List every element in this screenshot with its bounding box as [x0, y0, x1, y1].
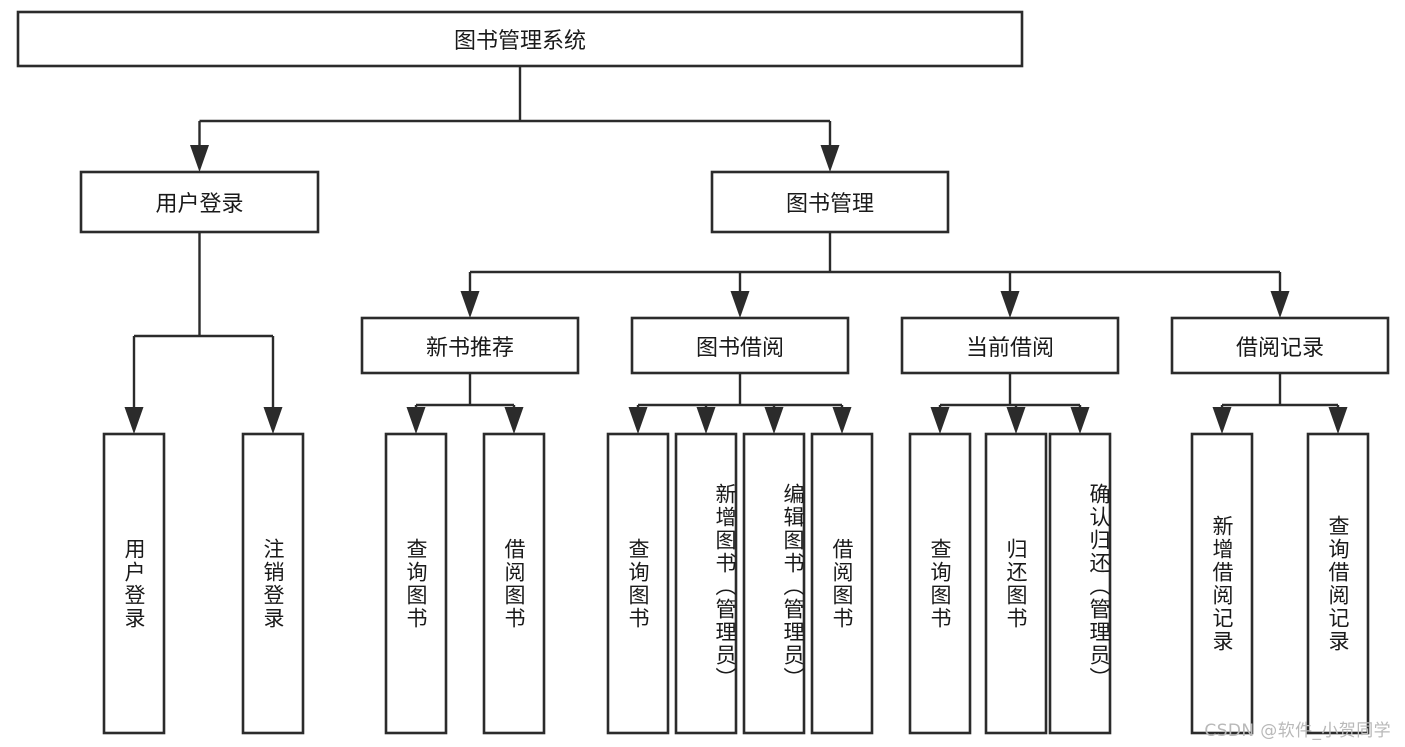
node-box-leaf-add-record[interactable] [1190, 432, 1254, 735]
node-box-leaf-borrow-book-2[interactable] [810, 432, 874, 735]
node-box-borrow-record[interactable] [1170, 316, 1390, 375]
arrow-head-book-management [820, 145, 840, 172]
node-box-leaf-logout[interactable] [241, 432, 305, 735]
arrow-head-leaf-borrow-book-2 [832, 407, 852, 434]
arrow-head-leaf-add-record [1212, 407, 1232, 434]
arrow-head-book-borrow [730, 291, 750, 318]
connector-layer [124, 66, 1348, 434]
node-box-leaf-query-record[interactable] [1306, 432, 1370, 735]
node-box-leaf-add-book[interactable] [674, 432, 738, 735]
arrow-head-leaf-user-login [124, 407, 144, 434]
arrow-head-leaf-logout [263, 407, 283, 434]
arrow-head-leaf-query-book-1 [406, 407, 426, 434]
node-box-leaf-edit-book[interactable] [742, 432, 806, 735]
node-box-leaf-return-book[interactable] [984, 432, 1048, 735]
arrow-head-borrow-record [1270, 291, 1290, 318]
node-box-leaf-query-book-3[interactable] [908, 432, 972, 735]
arrow-head-user-login [190, 145, 209, 172]
arrow-head-new-book-recommend [460, 291, 480, 318]
arrow-head-current-borrow [1000, 291, 1020, 318]
node-box-current-borrow[interactable] [900, 316, 1120, 375]
arrow-head-leaf-return-book [1006, 407, 1026, 434]
arrow-head-leaf-borrow-book-1 [504, 407, 524, 434]
node-box-leaf-confirm-return[interactable] [1048, 432, 1112, 735]
node-box-user-login[interactable] [79, 170, 320, 234]
arrow-head-leaf-query-book-2 [628, 407, 648, 434]
node-box-new-book-recommend[interactable] [360, 316, 580, 375]
node-box-root[interactable] [16, 10, 1024, 68]
arrow-head-leaf-confirm-return [1070, 407, 1090, 434]
node-box-leaf-borrow-book-1[interactable] [482, 432, 546, 735]
node-box-book-borrow[interactable] [630, 316, 850, 375]
arrow-head-leaf-edit-book [764, 407, 784, 434]
arrow-head-leaf-query-book-3 [930, 407, 950, 434]
node-layer [16, 10, 1390, 735]
arrow-head-leaf-add-book [696, 407, 716, 434]
node-box-leaf-query-book-1[interactable] [384, 432, 448, 735]
node-box-book-management[interactable] [710, 170, 950, 234]
arrow-head-leaf-query-record [1328, 407, 1348, 434]
node-box-leaf-user-login[interactable] [102, 432, 166, 735]
node-box-leaf-query-book-2[interactable] [606, 432, 670, 735]
